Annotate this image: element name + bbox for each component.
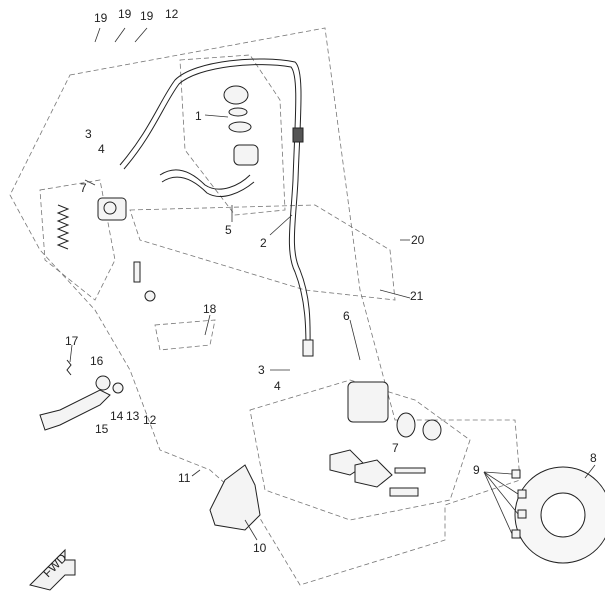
callout-3: 3 (258, 363, 265, 377)
callout-14: 14 (110, 409, 124, 423)
callout-6: 6 (343, 309, 350, 323)
leader-line (94, 27, 101, 43)
reservoir-washer (228, 107, 248, 117)
group-20-outline (129, 204, 396, 301)
group-1-outline (179, 54, 286, 216)
pedal-pivot (95, 375, 111, 391)
leader-line (483, 471, 513, 535)
master-cylinder-assembly (56, 197, 156, 302)
callout-16: 16 (90, 354, 104, 368)
leader-line (483, 471, 513, 475)
leader-line (204, 314, 211, 336)
callout-15: 15 (95, 422, 109, 436)
callout-4: 4 (274, 379, 281, 393)
disc-bolt (511, 529, 521, 539)
brake-disc (514, 466, 605, 564)
leader-line (483, 471, 519, 515)
caliper-body (347, 381, 389, 423)
pedal-washer (112, 382, 124, 394)
reservoir-hose-outer (159, 169, 251, 190)
leader-line (69, 344, 73, 363)
callout-7: 7 (80, 181, 87, 195)
leader-line (349, 319, 361, 361)
brake-pad-right (354, 459, 393, 488)
callout-7: 7 (392, 441, 399, 455)
callout-20: 20 (411, 233, 425, 247)
caliper-piston (422, 419, 442, 441)
group-21-outline (9, 27, 521, 586)
leader-line (84, 179, 96, 186)
callout-labels: 19 19 19 12 1 3 4 7 5 2 20 21 18 6 17 16… (65, 7, 597, 555)
callout-1: 1 (195, 109, 202, 123)
caliper-seal (396, 412, 416, 438)
leader-line (379, 289, 411, 299)
callout-9: 9 (473, 463, 480, 477)
fwd-arrow: FWD (29, 548, 76, 591)
callout-11: 11 (178, 471, 191, 485)
callout-19: 19 (118, 7, 132, 21)
disc-bolt (511, 469, 521, 479)
callout-10: 10 (253, 541, 267, 555)
hose-end-fitting (302, 339, 314, 357)
leader-line (584, 464, 596, 479)
leader-line (204, 114, 229, 118)
master-cylinder-port (103, 201, 117, 215)
callout-21: 21 (410, 289, 424, 303)
brake-pedal (39, 389, 111, 431)
disc-bolt (517, 489, 527, 499)
reservoir-assembly (159, 85, 259, 197)
return-spring (56, 204, 70, 250)
callout-18: 18 (203, 302, 217, 316)
group-18-outline (154, 319, 216, 351)
callout-19: 19 (94, 11, 108, 25)
callout-12: 12 (143, 413, 157, 427)
pedal-spring (66, 359, 72, 376)
brake-disc-hub (540, 492, 586, 538)
brake-hose-line-inner (123, 64, 307, 351)
brake-hose-line-outer (119, 58, 311, 351)
pad-pin (394, 467, 426, 474)
leader-line (244, 519, 258, 541)
reservoir-seal (228, 121, 252, 133)
leader-line (114, 27, 126, 43)
reservoir-hose-inner (161, 176, 255, 197)
leader-line (269, 214, 293, 236)
callout-8: 8 (590, 451, 597, 465)
callout-19: 19 (140, 9, 154, 23)
callout-2: 2 (260, 236, 267, 250)
disc-bolt (517, 509, 527, 519)
spring-group-outline (39, 179, 116, 301)
assembly-outlines (9, 27, 521, 586)
callout-5: 5 (225, 223, 232, 237)
leader-line (483, 471, 519, 495)
callout-13: 13 (126, 409, 140, 423)
callout-17: 17 (65, 334, 79, 348)
leader-line (191, 469, 201, 477)
push-rod (133, 261, 141, 283)
callout-4: 4 (98, 142, 105, 156)
brake-pedal-assembly (39, 359, 124, 431)
reservoir-cap (223, 85, 249, 105)
callout-3: 3 (85, 127, 92, 141)
hose-clamp (292, 127, 304, 143)
disc-bolts (511, 469, 527, 539)
callout-12: 12 (165, 7, 179, 21)
fwd-arrow-icon (29, 548, 76, 591)
caliper-bracket (209, 464, 261, 531)
caliper-slide-pin (389, 487, 419, 497)
push-rod-nut (144, 290, 156, 302)
leader-line (134, 27, 148, 43)
reservoir-body (233, 144, 259, 166)
brake-hose (119, 58, 314, 357)
caliper-assembly (329, 381, 442, 497)
leader-lines (69, 27, 596, 541)
